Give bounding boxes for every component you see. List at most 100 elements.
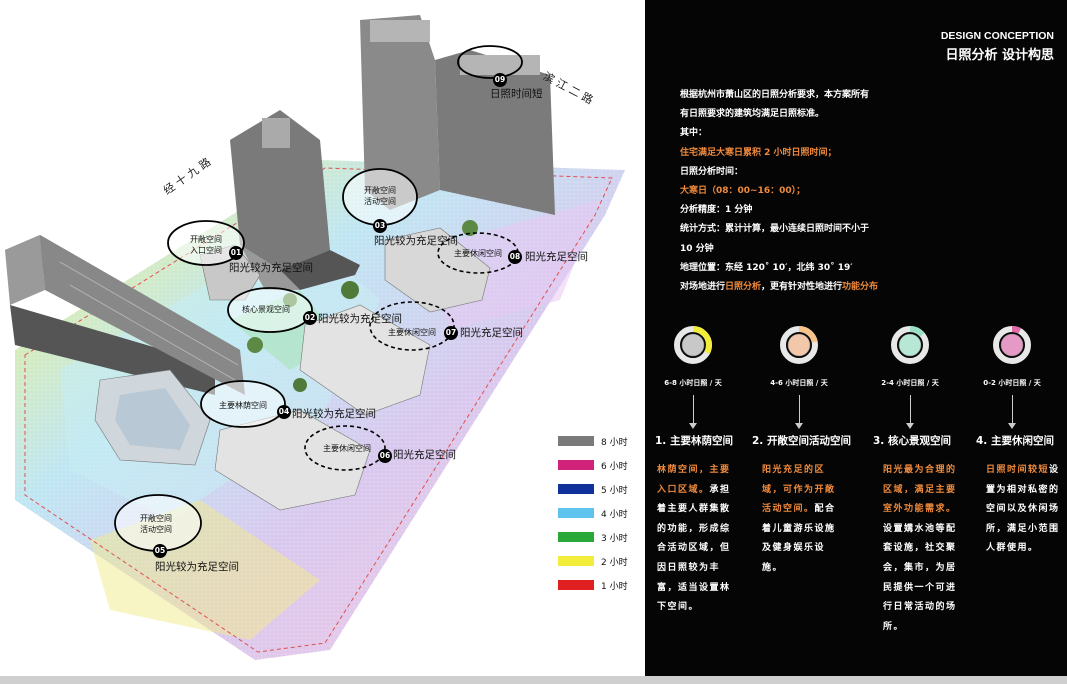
building-e xyxy=(299,304,431,416)
sunlight-hours-label: 0-2 小时日照 / 天 xyxy=(983,379,1041,387)
down-arrow xyxy=(693,395,694,425)
column-body-text: 散的功能，形成 xyxy=(657,504,731,534)
zone-06-sun-label: 阳光充足空间 xyxy=(393,449,456,461)
zone-02-sun-label: 阳光较为充足空间 xyxy=(318,313,402,325)
legend-swatch xyxy=(558,460,594,470)
column-body-highlight: 室外功能需求。 xyxy=(883,504,957,515)
sunlight-donut xyxy=(891,326,929,364)
description-line: 有日照要求的建筑均满足日照标准。 xyxy=(680,109,825,120)
column-body-text: 童游乐设施及健 xyxy=(762,523,836,554)
column-body: 阳光最为合理的区域，满足主要室外功能需求。设置媾水池等配套设施，社交聚会，集市，… xyxy=(883,461,957,637)
column-body: 日照时间较短设置为相对私密的空间以及休闲场所，满足小范围人群使用。 xyxy=(986,461,1060,559)
zone-09-sun-label: 日照时间短 xyxy=(490,88,543,100)
zone-01-line2: 入口空间 xyxy=(190,246,222,255)
column-body-text: 会，集市，为居 xyxy=(883,562,957,573)
zone-03-line1: 开敞空间 xyxy=(364,186,396,195)
zone-08-number: 08 xyxy=(509,252,521,261)
column-body-highlight: 林荫空间，主要 xyxy=(657,465,731,475)
zone-08-sun-label: 阳光充足空间 xyxy=(525,251,588,263)
arrow-head-icon xyxy=(906,423,914,429)
sunlight-hours-label: 6-8 小时日照 / 天 xyxy=(664,379,722,387)
description-segment: ，更有针对性地进行 xyxy=(761,281,843,292)
description-line: 日照分析时间： xyxy=(680,166,744,177)
zone-06-ring xyxy=(304,425,386,471)
zone-03-line2: 活动空间 xyxy=(364,197,396,206)
description-line: 地理位置：东经 120˚ 10′，北纬 30˚ 19′ xyxy=(680,262,853,273)
sunlight-donut xyxy=(780,326,818,364)
description-line: 大寒日（08：00~16：00）； xyxy=(680,185,806,196)
sunlight-donut-arc xyxy=(993,326,1031,364)
zone-07-ring xyxy=(369,301,455,351)
arrow-head-icon xyxy=(689,423,697,429)
down-arrow xyxy=(1012,395,1013,425)
sunlight-hours-label: 4-6 小时日照 / 天 xyxy=(770,379,828,387)
sunlight-donut-arc xyxy=(891,326,929,364)
description-segment: 对场地进行 xyxy=(680,281,726,292)
arrow-head-icon xyxy=(795,423,803,429)
zone-03-number: 03 xyxy=(374,221,386,230)
column-body-text: 足小范围人群 xyxy=(986,523,1060,554)
description-line: 分析精度：1 分钟 xyxy=(680,205,753,216)
column-body-highlight: 区域，满足主要 xyxy=(883,484,957,495)
zone-02-ring xyxy=(227,287,313,333)
zone-08-line1: 主要休闲空间 xyxy=(454,249,502,258)
legend-swatch xyxy=(558,580,594,590)
building-f xyxy=(214,409,371,511)
legend-item: 6 小时 xyxy=(558,459,628,472)
sunlight-donut-arc xyxy=(674,326,712,364)
zone-04-ring xyxy=(200,380,286,428)
column-body-text: 承 xyxy=(709,484,721,495)
zone-01-ring xyxy=(167,220,245,266)
column-body-text: 设置媾水池等配 xyxy=(883,523,957,534)
column-body-text: 套设施，社交聚 xyxy=(883,543,957,554)
zone-07-sun-label: 阳光充足空间 xyxy=(460,327,523,339)
column-body: 阳光充足的区域，可作为开敞活动空间。配合着儿童游乐设施及健身娱乐设施。 xyxy=(762,461,836,579)
legend-label: 4 小时 xyxy=(601,509,628,520)
description-line: 根据杭州市萧山区的日照分析要求，本方案所有 xyxy=(680,90,870,100)
zone-03-sun-label: 阳光较为充足空间 xyxy=(374,235,458,247)
column-body-text: 密的空间以及 xyxy=(986,484,1060,515)
tower-b xyxy=(230,110,330,270)
zone-02-number: 02 xyxy=(304,313,316,322)
zone-01-line1: 开敞空间 xyxy=(190,235,222,244)
zone-04-line1: 主要林荫空间 xyxy=(219,401,267,410)
site-plan-drawing xyxy=(5,15,625,660)
zone-01-number: 01 xyxy=(230,248,242,257)
sunlight-hours-label: 2-4 小时日照 / 天 xyxy=(881,379,939,387)
column-body-text: 使用。 xyxy=(1007,543,1039,554)
legend-item: 2 小时 xyxy=(558,555,628,568)
legend-swatch xyxy=(558,508,594,518)
column-body-text: 下空间。 xyxy=(657,602,700,613)
column-body-text: 担着主要人群集 xyxy=(657,484,731,515)
column-title: 4. 主要休闲空间 xyxy=(976,435,1054,447)
description-line-last: 对场地进行日照分析，更有针对性地进行功能分布 xyxy=(680,278,910,297)
sunlight-donut-arc xyxy=(780,326,818,364)
column-title: 3. 核心景观空间 xyxy=(873,435,951,447)
legend-label: 2 小时 xyxy=(601,557,628,568)
zone-05-line2: 活动空间 xyxy=(140,525,172,534)
column-body-highlight: 阳光最为合理的 xyxy=(883,465,957,475)
legend-item: 4 小时 xyxy=(558,507,628,520)
legend-swatch xyxy=(558,484,594,494)
description-segment: 功能分布 xyxy=(842,281,879,292)
down-arrow xyxy=(799,395,800,425)
column-body-text: 行日常活动的场 xyxy=(883,602,957,613)
column-title: 2. 开敞空间活动空间 xyxy=(752,435,851,447)
zone-04-sun-label: 阳光较为充足空间 xyxy=(292,408,376,420)
column-body-highlight: 空间。 xyxy=(783,504,815,515)
column-body-text: 配合着儿 xyxy=(762,504,836,534)
column-body-highlight: 入口区域。 xyxy=(657,484,710,495)
description-line: 10 分钟 xyxy=(680,243,714,254)
legend-swatch xyxy=(558,532,594,542)
column-body: 林荫空间，主要入口区域。承担着主要人群集散的功能，形成综合活动区域，但因日照较为… xyxy=(657,461,731,618)
sunlight-donut xyxy=(674,326,712,364)
column-body-highlight: 可作为开敞活动 xyxy=(762,484,836,515)
legend-label: 5 小时 xyxy=(601,485,628,496)
header-title-en: DESIGN CONCEPTION xyxy=(940,30,1054,42)
site-plan-panel: 经 十 九 路 滨 江 二 路 09 01 03 08 02 07 04 06 … xyxy=(5,15,628,660)
zone-05-number: 05 xyxy=(154,546,166,555)
analysis-description: 根据杭州市萧山区的日照分析要求，本方案所有有日照要求的建筑均满足日照标准。其中：… xyxy=(680,86,910,297)
description-line: 统计方式：累计计算，最小连续日照时间不小于 xyxy=(680,224,870,235)
column-body-highlight: 日照时间较短 xyxy=(986,465,1050,475)
zone-07-number: 07 xyxy=(445,328,457,337)
